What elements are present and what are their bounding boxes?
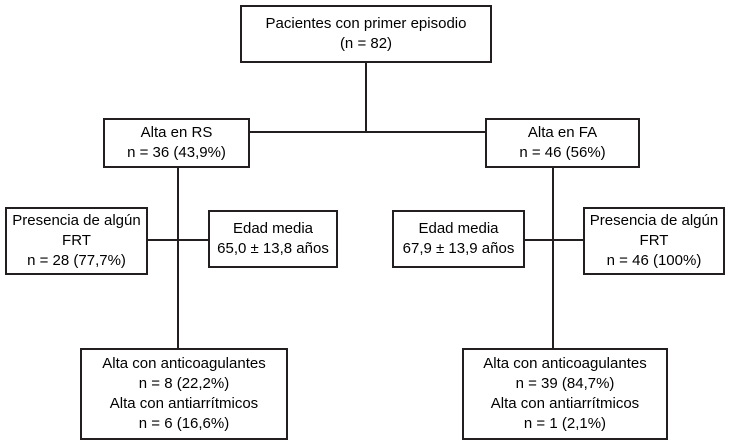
connector-fa-branch bbox=[552, 168, 554, 349]
node-risk-factors-right: Presencia de algún FRT n = 46 (100%) bbox=[583, 207, 725, 275]
node-age-left-line-2: 65,0 ± 13,8 años bbox=[217, 240, 329, 257]
node-age-right-line-2: 67,9 ± 13,9 años bbox=[402, 240, 515, 257]
node-disch-right-line-2: n = 39 (84,7%) bbox=[515, 375, 615, 393]
node-root-line-2: (n = 82) bbox=[339, 35, 393, 52]
connector-rs-branch bbox=[177, 168, 179, 349]
node-age-right-line-1: Edad media bbox=[418, 220, 499, 238]
node-disch-left-line-4: n = 6 (16,6%) bbox=[138, 414, 230, 432]
connector-root-to-split bbox=[365, 63, 367, 133]
connector-right-crossbar bbox=[524, 239, 584, 241]
node-frt-left-line-2: FRT bbox=[62, 232, 91, 250]
node-root-patients: Pacientes con primer episodio (n = 82) bbox=[240, 5, 492, 63]
node-disch-left-line-3: Alta con antiarrítmicos bbox=[109, 395, 259, 412]
node-disch-right-line-1: Alta con anticoagulantes bbox=[483, 355, 647, 373]
node-root-line-1: Pacientes con primer episodio bbox=[265, 15, 467, 33]
node-discharge-sinus-rhythm: Alta en RS n = 36 (43,9%) bbox=[103, 118, 250, 168]
node-rs-line-2: n = 36 (43,9%) bbox=[127, 144, 226, 161]
node-fa-line-1: Alta en FA bbox=[527, 124, 598, 142]
node-risk-factors-left: Presencia de algún FRT n = 28 (77,7%) bbox=[5, 207, 148, 275]
node-discharge-medication-left: Alta con anticoagulantes n = 8 (22,2%) A… bbox=[80, 348, 288, 440]
node-frt-left-line-1: Presencia de algún bbox=[12, 212, 141, 230]
node-mean-age-left: Edad media 65,0 ± 13,8 años bbox=[208, 210, 338, 268]
node-discharge-atrial-fibrillation: Alta en FA n = 46 (56%) bbox=[485, 118, 640, 168]
node-frt-right-line-3: n = 46 (100%) bbox=[606, 251, 702, 269]
node-fa-line-2: n = 46 (56%) bbox=[519, 144, 606, 161]
connector-left-crossbar bbox=[147, 239, 209, 241]
node-disch-left-line-2: n = 8 (22,2%) bbox=[138, 375, 230, 393]
node-age-left-line-1: Edad media bbox=[232, 220, 314, 238]
node-discharge-medication-right: Alta con anticoagulantes n = 39 (84,7%) … bbox=[462, 348, 668, 440]
node-frt-left-line-3: n = 28 (77,7%) bbox=[27, 251, 126, 269]
node-frt-right-line-2: FRT bbox=[639, 232, 669, 250]
connector-split-bar bbox=[249, 131, 486, 133]
node-mean-age-right: Edad media 67,9 ± 13,9 años bbox=[392, 210, 525, 268]
node-disch-right-line-3: Alta con antiarrítmicos bbox=[490, 395, 640, 412]
node-disch-left-line-1: Alta con anticoagulantes bbox=[102, 355, 266, 373]
node-frt-right-line-1: Presencia de algún bbox=[589, 212, 719, 230]
node-disch-right-line-4: n = 1 (2,1%) bbox=[523, 414, 607, 432]
node-rs-line-1: Alta en RS bbox=[140, 124, 213, 142]
